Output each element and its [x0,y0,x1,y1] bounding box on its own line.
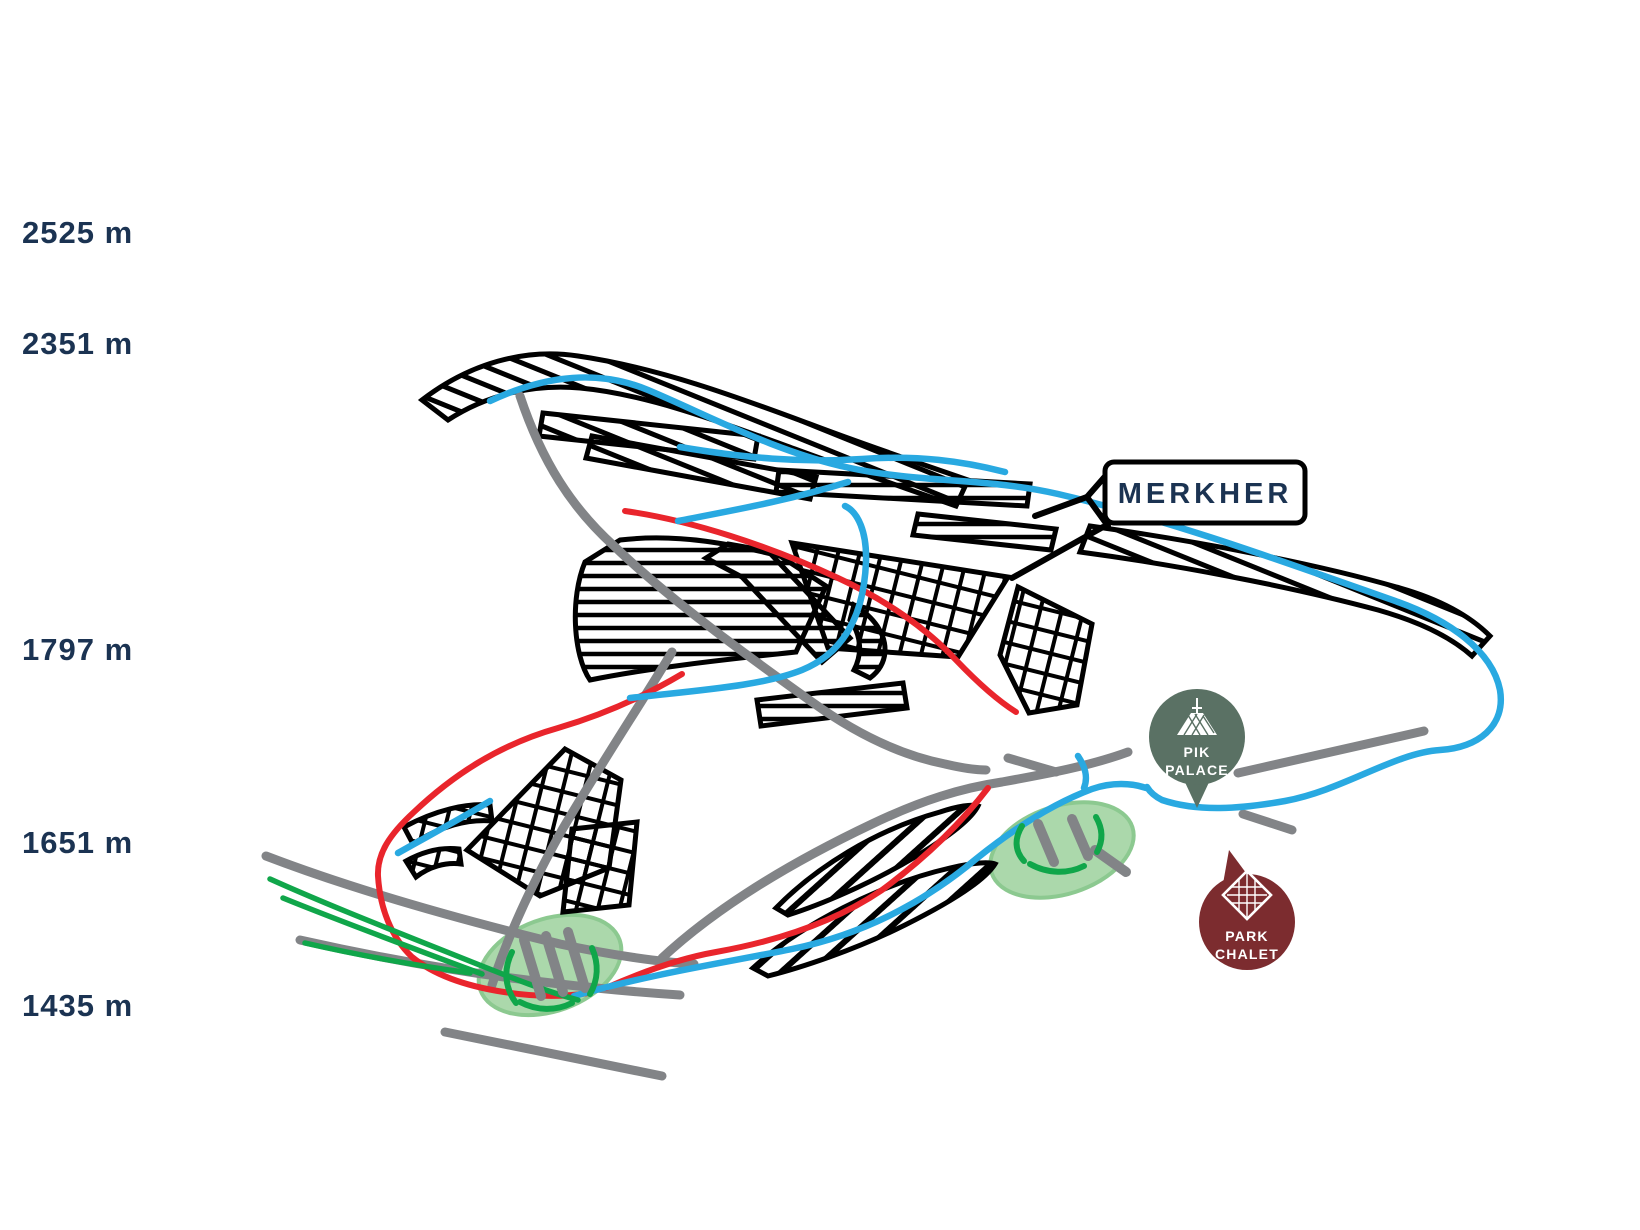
blue-trail [570,780,1150,1000]
hatched-zone [582,433,820,502]
lift-line [1238,809,1297,835]
elevation-scale: 2525 m 2351 m 1797 m 1651 m 1435 m [22,215,133,1023]
pik-palace-pin[interactable]: PIK PALACE [1149,689,1245,808]
blue-trail [1074,752,1090,792]
green-trail [280,895,485,977]
hatched-zone [1076,523,1494,660]
pin-label-line1: PIK [1184,744,1211,760]
red-trail [622,508,1019,715]
palace-spire-icon [1177,698,1217,736]
merkher-leader-lines [1009,470,1111,581]
pin-label-line2: PALACE [1165,762,1229,778]
red-trails [374,508,1019,999]
lift-line [440,1027,667,1081]
merkher-label[interactable]: MERKHER [1009,459,1308,581]
pin-label-line1: PARK [1225,928,1268,944]
area-arc [517,999,575,1012]
pin-tail [1183,778,1211,808]
area-arc [1093,814,1105,855]
area-arc [503,949,519,1006]
area-arc [587,945,600,997]
blue-trail [674,478,852,525]
lift-line [261,851,699,969]
lift-line [1233,726,1429,778]
pin-circle[interactable] [1199,874,1295,970]
lift-line [1003,753,1061,777]
area-arc [1013,823,1027,864]
area-bar [1033,819,1059,867]
elevation-label: 2525 m [22,215,133,250]
lift-line [515,391,991,775]
merkher-label-box[interactable] [1102,459,1308,526]
pin-circle[interactable] [1149,689,1245,785]
hatched-zone [788,539,1013,660]
beginner-area-marks [503,814,1131,1012]
park-chalet-pin[interactable]: PARK CHALET [1199,850,1295,970]
area-bar [1090,845,1131,877]
blue-trail [626,502,870,702]
elevation-label: 1435 m [22,988,133,1023]
chalet-diamond-grid-icon [1221,869,1273,921]
merkher-label-text: MERKHER [1118,478,1293,510]
hatched-zone [754,680,910,729]
blue-trails [394,374,1505,1000]
hatched-zone [560,819,640,915]
area-bar [1067,814,1093,861]
green-trail [302,940,473,976]
hatched-zone [402,846,464,881]
hatched-zone [771,802,982,918]
hatched-zone [997,583,1095,716]
hatched-zones [400,351,1494,979]
elevation-label: 2351 m [22,326,133,361]
area-bar [541,931,568,997]
blue-trail [676,443,1009,476]
area-bar [563,927,590,993]
pin-label-line2: CHALET [1215,946,1279,962]
elevation-label: 1651 m [22,825,133,860]
elevation-label: 1797 m [22,632,133,667]
blue-trail [394,797,494,857]
blue-trail [486,374,1505,812]
red-trail [374,671,685,999]
area-bar [519,935,546,1001]
red-trail [603,785,991,991]
hatched-zone [909,511,1060,553]
area-arc [1027,861,1087,875]
